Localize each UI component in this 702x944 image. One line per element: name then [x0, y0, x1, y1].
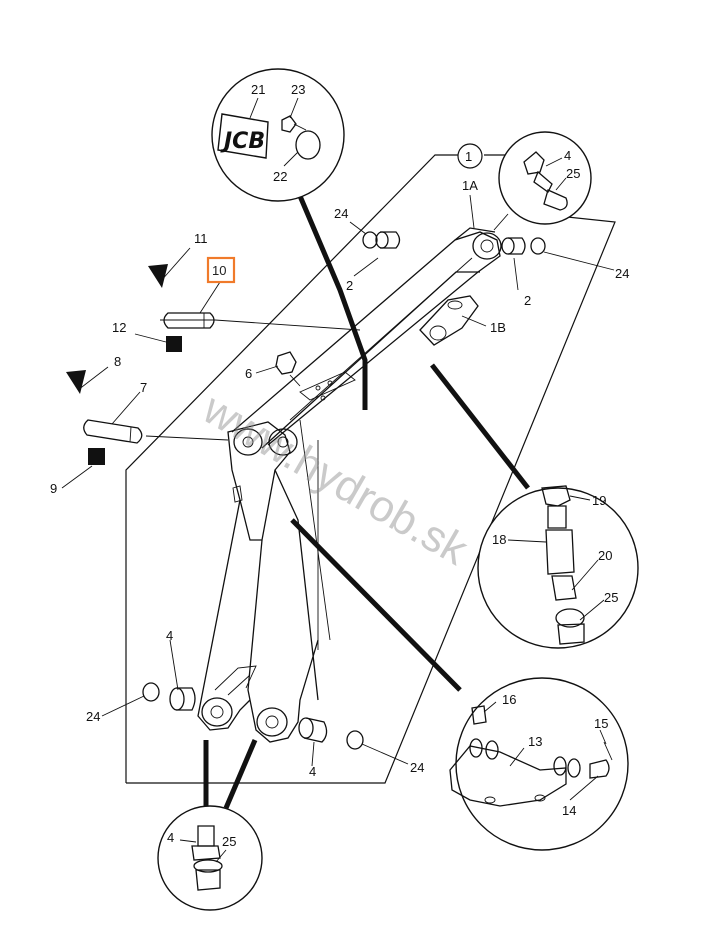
highlight-box-10 [206, 256, 236, 284]
callout-22: 22 [273, 169, 287, 184]
callout-23: 23 [291, 82, 305, 97]
bushing-parts [142, 231, 546, 750]
lock-symbols [66, 264, 182, 465]
callout-14: 14 [562, 803, 576, 818]
callout-4-left: 4 [166, 628, 173, 643]
callout-11: 11 [194, 231, 208, 246]
callout-25-bottom: 25 [222, 834, 236, 849]
callout-20: 20 [598, 548, 612, 563]
callout-1-circle [457, 143, 483, 169]
callout-13: 13 [528, 734, 542, 749]
callout-25-fitting: 25 [604, 590, 618, 605]
callout-10: 10 [212, 263, 226, 278]
jcb-logo: JCB [220, 129, 265, 154]
callout-4-top: 4 [564, 148, 571, 163]
detail-circle-bottom-grease [157, 805, 263, 911]
callout-2-right: 2 [524, 293, 531, 308]
callout-24-top-right: 24 [615, 266, 629, 281]
callout-16: 16 [502, 692, 516, 707]
callout-2-left: 2 [346, 278, 353, 293]
callout-7: 7 [140, 380, 147, 395]
pin-10 [163, 312, 215, 329]
callout-labels: 1 1A 1B 2 2 4 4 4 4 6 7 8 9 10 11 12 13 … [50, 82, 629, 849]
detail-circle-fitting [477, 485, 639, 649]
callout-21: 21 [251, 82, 265, 97]
callout-8: 8 [114, 354, 121, 369]
callout-1: 1 [465, 149, 472, 164]
callout-6: 6 [245, 366, 252, 381]
boom-arm [197, 227, 502, 743]
callout-24-bottom-left: 24 [86, 709, 100, 724]
callout-15: 15 [594, 716, 608, 731]
callout-25-top: 25 [566, 166, 580, 181]
watermark: www.hydrob.sk [194, 384, 476, 575]
detail-circle-decal: JCB [211, 68, 345, 202]
detail-circle-top-grease [498, 131, 592, 225]
callout-24-bottom-right: 24 [410, 760, 424, 775]
callout-1b: 1B [490, 320, 506, 335]
callout-1a: 1A [462, 178, 478, 193]
pin-7 [83, 419, 143, 444]
callout-19: 19 [592, 493, 606, 508]
callout-18: 18 [492, 532, 506, 547]
callout-24-top-left: 24 [334, 206, 348, 221]
detail-connectors [203, 195, 530, 809]
detail-circle-bracket [449, 677, 629, 851]
callout-4-right: 4 [309, 764, 316, 779]
callout-9: 9 [50, 481, 57, 496]
callout-12: 12 [112, 320, 126, 335]
callout-4-bottom: 4 [167, 830, 174, 845]
leader-lines [61, 194, 615, 767]
